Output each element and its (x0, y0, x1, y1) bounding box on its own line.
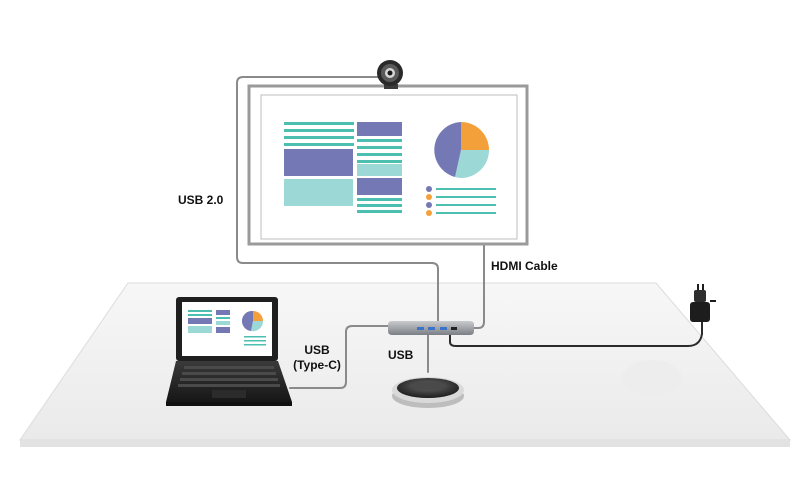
usb-label: USB (388, 348, 414, 362)
display-monitor (247, 84, 529, 246)
usb-hub (388, 321, 474, 335)
hdmi-label: HDMI Cable (491, 259, 558, 273)
cables (236, 76, 703, 389)
hdmi-cable (464, 241, 485, 329)
usb-typec-label: USB (Type-C) (282, 343, 352, 373)
speakerphone (392, 377, 464, 408)
usb-typec-cable (289, 325, 389, 389)
webcam (377, 60, 403, 89)
table-surface (19, 282, 792, 447)
laptop-screen-content (188, 310, 266, 346)
power-cable (449, 321, 703, 347)
usb-typec-label-line2: (Type-C) (293, 358, 341, 372)
laptop (166, 297, 292, 406)
usb-typec-label-line1: USB (304, 343, 330, 357)
usb20-cable (236, 76, 439, 323)
power-adapter (690, 284, 716, 322)
screen-content (284, 122, 496, 216)
screen-pie-chart (434, 122, 489, 178)
usb20-label: USB 2.0 (178, 193, 224, 207)
